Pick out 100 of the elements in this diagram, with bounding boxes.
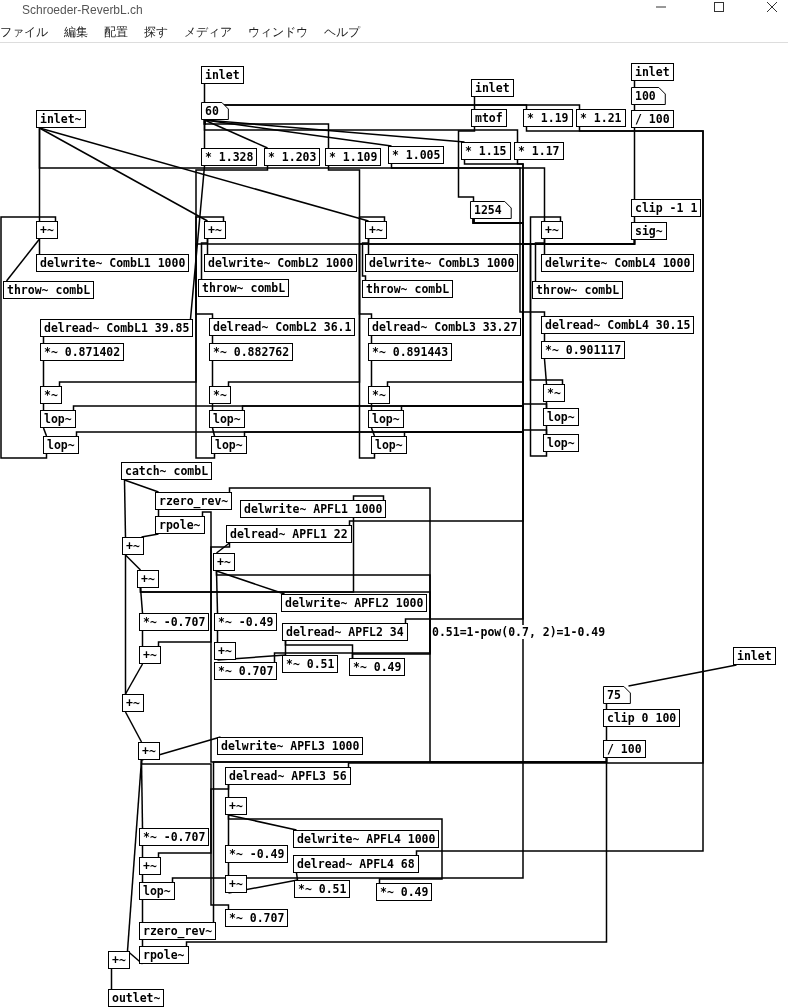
patch-cord	[38, 127, 370, 222]
patch-cord	[473, 96, 476, 110]
object-box: +~	[108, 951, 130, 969]
object-box: * 1.203	[264, 148, 321, 166]
object-box: delwrite~ APFL2 1000	[281, 594, 428, 612]
object-box: *~	[368, 386, 390, 404]
object-box: *~ -0.707	[139, 613, 210, 631]
patch-cord	[633, 216, 636, 223]
object-box: *~ -0.49	[214, 613, 278, 631]
object-box: *~	[543, 384, 565, 402]
object-box: +~	[214, 642, 236, 660]
patch-cord	[157, 509, 160, 517]
patch-cord	[543, 333, 546, 342]
patch-cord	[215, 570, 431, 659]
object-box: inlet	[733, 647, 776, 665]
object-box: +~	[541, 221, 563, 239]
patch-cord	[633, 104, 636, 111]
object-box: +~	[139, 857, 161, 875]
object-box: *~ 0.891443	[368, 343, 453, 361]
patch-cord	[195, 216, 225, 459]
patch-cord	[124, 711, 143, 743]
object-box: +~	[213, 553, 235, 571]
object-box: throw~ combL	[532, 281, 624, 299]
object-box: * 1.109	[325, 148, 382, 166]
object-box: lop~	[211, 436, 247, 454]
patch-cord	[633, 127, 636, 200]
object-box: +~	[365, 221, 387, 239]
patch-cord	[141, 939, 144, 947]
patch-cord	[370, 403, 373, 411]
patch-cord	[38, 127, 209, 222]
patch-cord	[139, 587, 431, 663]
patch-cord	[157, 542, 231, 647]
patch-cord	[370, 427, 376, 437]
patch-cord	[42, 427, 48, 437]
patch-cord	[227, 862, 230, 876]
patch-cord	[203, 119, 269, 149]
patch-cord	[42, 403, 45, 411]
number-box: 75	[603, 686, 631, 704]
patch-cord	[633, 80, 636, 88]
object-box: mtof	[471, 109, 507, 127]
object-box: clip -1 1	[631, 199, 702, 217]
object-box: +~	[137, 570, 159, 588]
patch-cord	[189, 165, 206, 320]
patch-cord	[141, 874, 144, 883]
object-box: lop~	[543, 434, 579, 452]
menu-item: ヘルプ	[324, 24, 360, 41]
object-box: delwrite~ APFL1 1000	[240, 500, 387, 518]
object-box: inlet	[201, 66, 244, 84]
patch-cord	[227, 879, 299, 894]
patch-cord	[38, 238, 41, 255]
object-box: *~ 0.707	[225, 909, 289, 927]
patch-cord	[211, 360, 214, 387]
menu-item: 探す	[144, 24, 168, 41]
object-box: / 100	[603, 740, 646, 758]
patch-cord	[227, 814, 298, 831]
object-box: delwrite~ APFL4 1000	[293, 830, 440, 848]
object-box: * 1.21	[576, 109, 626, 127]
object-box: inlet	[471, 79, 514, 97]
patch-cord	[140, 533, 160, 538]
patch-cord	[370, 335, 373, 344]
object-box: *~ 0.49	[376, 883, 433, 901]
object-box: +~	[122, 694, 144, 712]
patch-cord	[216, 630, 219, 643]
patch-cord	[529, 239, 636, 385]
object-box: +~	[139, 646, 161, 664]
number-box: 1254	[470, 201, 512, 219]
object-box: +~	[225, 797, 247, 815]
patch-cord	[543, 358, 548, 385]
object-box: delread~ APFL2 34	[282, 623, 408, 641]
object-box: *~ 0.871402	[40, 343, 125, 361]
patch-cord	[124, 663, 144, 695]
object-box: delread~ APFL3 56	[225, 767, 351, 785]
patch-cord	[185, 757, 608, 947]
patch-cord	[295, 872, 299, 881]
window-title: Schroeder-ReverbL.ch	[22, 3, 143, 17]
object-box: delwrite~ APFL3 1000	[217, 737, 364, 755]
object-box: lop~	[543, 408, 579, 426]
menu-item: ファイル	[0, 24, 48, 41]
patch-cord	[171, 218, 524, 883]
object-box: lop~	[209, 410, 245, 428]
object-box: *~ 0.882762	[209, 343, 294, 361]
patch-cord	[211, 403, 214, 411]
patch-cord	[38, 127, 546, 222]
object-box: delread~ CombL2 36.1	[209, 318, 356, 336]
object-box: delread~ CombL1 39.85	[40, 319, 194, 337]
object-box: delread~ CombL4 30.15	[541, 316, 695, 334]
patch-cord	[361, 238, 370, 281]
patch-cord	[415, 126, 704, 856]
menu-item: ウィンドウ	[248, 24, 308, 41]
object-box: +~	[138, 742, 160, 760]
object-box: throw~ combL	[3, 281, 95, 299]
patch-cord	[457, 126, 476, 202]
patch-cord	[227, 814, 443, 884]
object-box: lop~	[43, 436, 79, 454]
object-box: lop~	[371, 436, 407, 454]
patch-cord	[141, 630, 144, 647]
object-box: throw~ combL	[198, 279, 290, 297]
object-box: * 1.15	[461, 142, 511, 160]
object-box: *~ 0.707	[214, 662, 278, 680]
patch-cord	[200, 238, 209, 280]
